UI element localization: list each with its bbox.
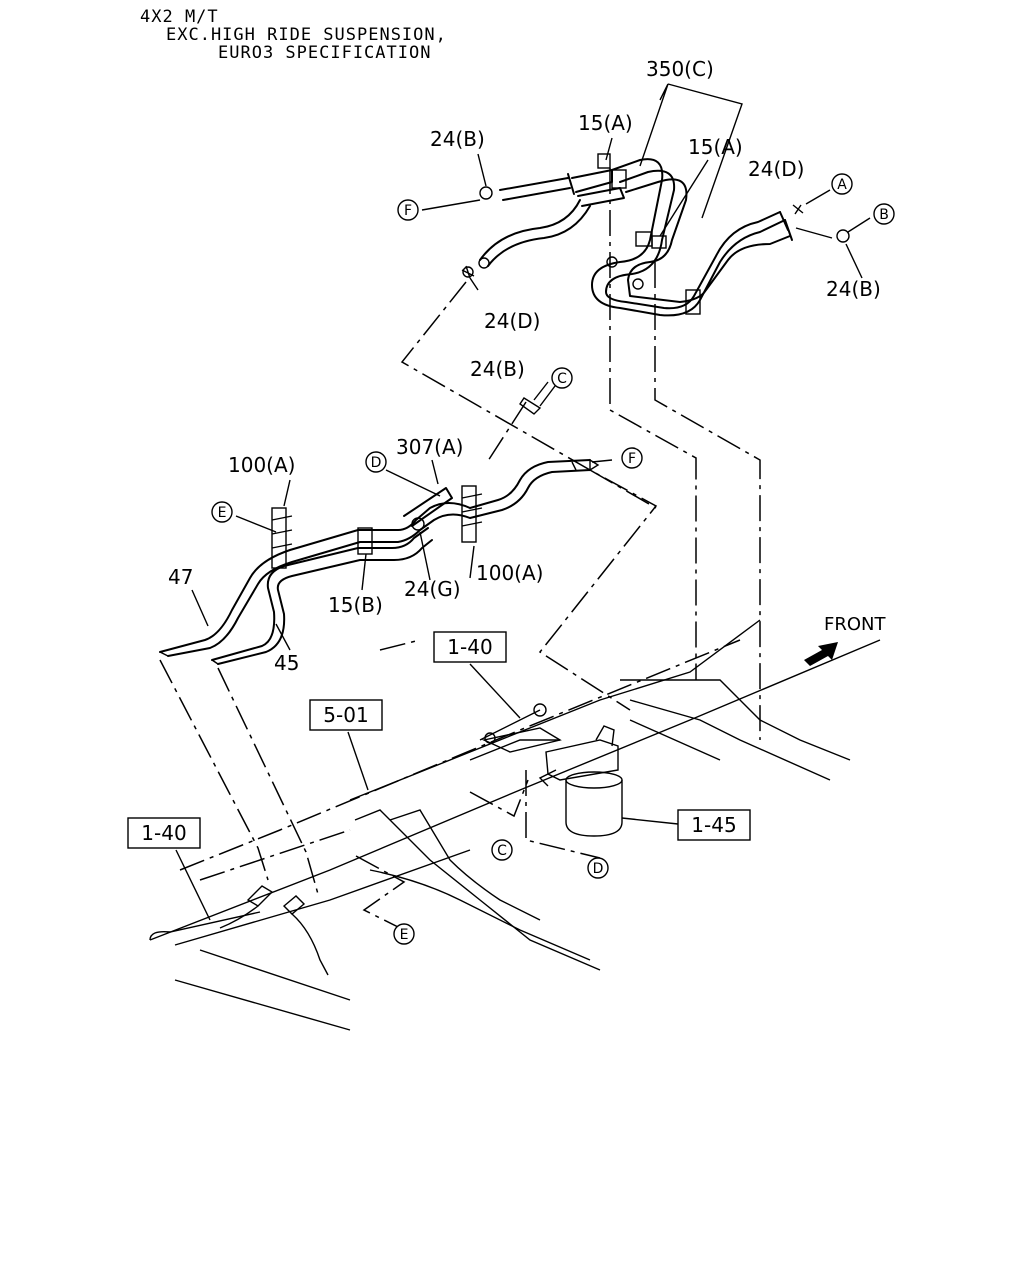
callout-24b-middle: 24(B) — [470, 357, 525, 381]
svg-text:E: E — [400, 927, 409, 943]
callout-24b-upper: 24(B) — [430, 127, 485, 151]
svg-text:F: F — [628, 451, 636, 467]
callout-24d-left: 24(D) — [484, 309, 540, 333]
ref-box-1-45: 1-45 — [677, 809, 751, 841]
callout-100a-left: 100(A) — [228, 453, 295, 477]
callout-45: 45 — [274, 651, 299, 675]
svg-text:C: C — [497, 843, 507, 859]
ref-1-45-label: 1-45 — [691, 813, 736, 837]
circle-marker-c-middle: C — [551, 367, 573, 389]
ref-box-5-01: 5-01 — [309, 699, 383, 731]
svg-text:E: E — [218, 505, 227, 521]
callout-24d-right: 24(D) — [748, 157, 804, 181]
header-line-3: EURO3 SPECIFICATION — [218, 43, 432, 63]
middle-fuel-pipe-assembly — [159, 397, 600, 665]
circle-marker-f-upper: F — [397, 199, 419, 221]
chassis-frame — [149, 619, 881, 1031]
svg-text:D: D — [371, 455, 382, 471]
svg-text:C: C — [557, 371, 567, 387]
callout-100a-right: 100(A) — [476, 561, 543, 585]
ref-5-01-label: 5-01 — [323, 703, 368, 727]
circle-marker-f-middle: F — [621, 447, 643, 469]
circle-marker-e-lower: E — [393, 923, 415, 945]
callout-15b: 15(B) — [328, 593, 383, 617]
callout-47: 47 — [168, 565, 193, 589]
ref-box-1-40-top: 1-40 — [433, 631, 507, 663]
ref-1-40-top-label: 1-40 — [447, 635, 492, 659]
header-line-1: 4X2 M/T — [140, 7, 219, 27]
callout-307a: 307(A) — [396, 435, 463, 459]
pipe-connectors-left — [219, 885, 329, 976]
callout-leaders — [175, 83, 871, 921]
svg-text:D: D — [593, 861, 604, 877]
front-arrow-icon — [804, 642, 838, 666]
circle-marker-e-middle: E — [211, 501, 233, 523]
callout-15a-right: 15(A) — [688, 135, 743, 159]
circle-marker-b-upper: B — [873, 203, 895, 225]
callout-24g: 24(G) — [404, 577, 461, 601]
callout-24b-right: 24(B) — [826, 277, 881, 301]
front-label: FRONT — [824, 614, 886, 635]
circle-marker-d-lower: D — [587, 857, 609, 879]
upper-fuel-pipe-assembly — [461, 153, 850, 317]
callout-15a-upper: 15(A) — [578, 111, 633, 135]
circle-marker-c-lower: C — [491, 839, 513, 861]
leader-lines — [159, 168, 833, 931]
ref-box-1-40-left: 1-40 — [127, 817, 201, 849]
ref-1-40-left-label: 1-40 — [141, 821, 186, 845]
circle-marker-d-middle: D — [365, 451, 387, 473]
fuel-filter — [481, 703, 623, 837]
header-line-2: EXC.HIGH RIDE SUSPENSION, — [166, 25, 447, 45]
svg-text:B: B — [879, 207, 889, 223]
circle-marker-a-upper: A — [831, 173, 853, 195]
svg-text:F: F — [404, 203, 412, 219]
callout-350c: 350(C) — [646, 57, 714, 81]
svg-text:A: A — [837, 177, 847, 193]
